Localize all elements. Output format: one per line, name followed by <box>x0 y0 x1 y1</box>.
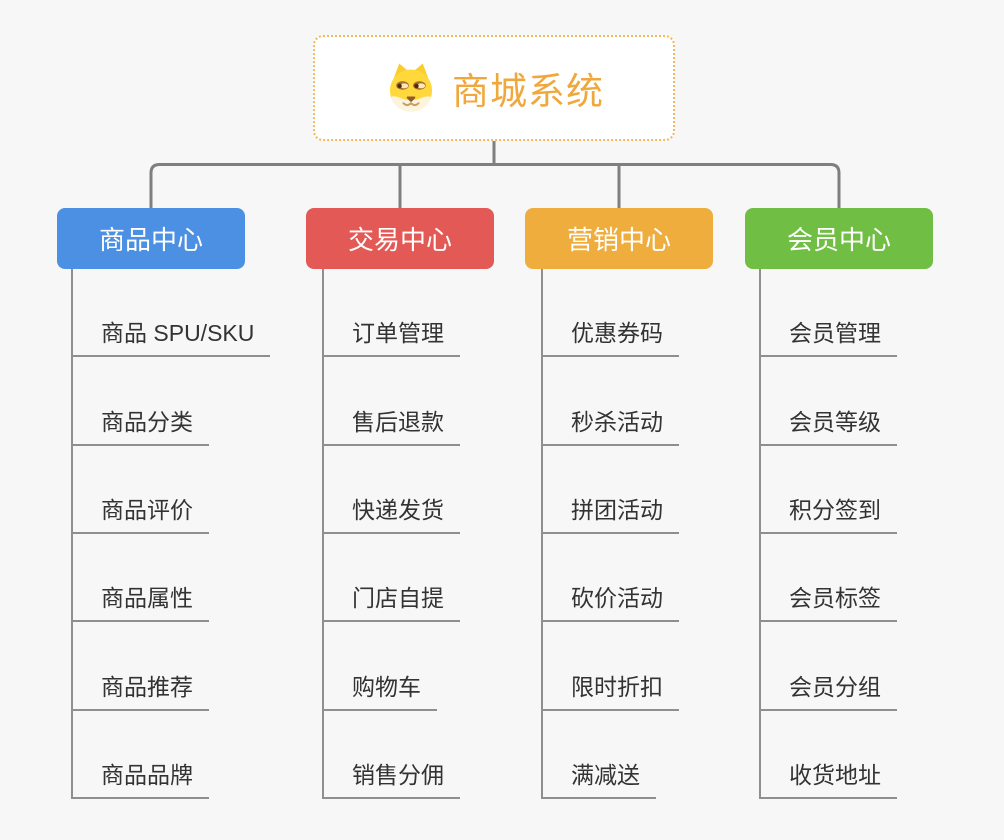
leaf-label: 销售分佣 <box>352 761 444 788</box>
leaf-node[interactable]: 砍价活动 <box>543 534 679 623</box>
leaf-label: 商品分类 <box>101 408 193 435</box>
leaf-node[interactable]: 订单管理 <box>324 269 460 358</box>
leaf-label: 限时折扣 <box>571 673 663 700</box>
leaf-label: 快递发货 <box>352 496 444 523</box>
branch-label: 交易中心 <box>347 225 452 255</box>
leaf-label: 售后退款 <box>352 408 444 435</box>
leaf-label: 订单管理 <box>352 320 444 347</box>
leaf-node[interactable]: 商品 SPU/SKU <box>73 269 271 358</box>
doge-icon <box>389 63 433 112</box>
leaf-label: 商品推荐 <box>101 673 193 700</box>
branch-rail-line <box>149 163 841 208</box>
branch-node-trade-center[interactable]: 交易中心 <box>306 208 494 269</box>
leaf-node[interactable]: 收货地址 <box>761 711 897 799</box>
leaf-node[interactable]: 购物车 <box>324 622 437 711</box>
leaf-node[interactable]: 商品评价 <box>73 446 209 534</box>
leaf-node[interactable]: 商品属性 <box>73 534 209 623</box>
root-node[interactable]: 商城系统 <box>313 35 675 141</box>
leaf-label: 拼团活动 <box>571 496 663 523</box>
leaf-node[interactable]: 会员管理 <box>761 269 897 358</box>
leaf-node[interactable]: 满减送 <box>543 711 656 799</box>
leaf-node[interactable]: 限时折扣 <box>543 622 679 711</box>
leaf-node[interactable]: 会员标签 <box>761 534 897 623</box>
leaf-label: 满减送 <box>571 761 640 788</box>
leaf-label: 秒杀活动 <box>571 408 663 435</box>
leaf-node[interactable]: 商品分类 <box>73 357 209 446</box>
leaf-label: 商品评价 <box>101 496 193 523</box>
leaf-node[interactable]: 会员等级 <box>761 357 897 446</box>
leaf-label: 购物车 <box>352 673 421 700</box>
leaf-label: 收货地址 <box>789 761 881 788</box>
leaf-label: 商品属性 <box>101 585 193 612</box>
leaf-node[interactable]: 秒杀活动 <box>543 357 679 446</box>
branch-label: 营销中心 <box>566 225 671 255</box>
leaf-node[interactable]: 售后退款 <box>324 357 460 446</box>
leaf-node[interactable]: 拼团活动 <box>543 446 679 534</box>
leaf-label: 会员管理 <box>789 320 881 347</box>
leaf-node[interactable]: 快递发货 <box>324 446 460 534</box>
leaf-label: 会员分组 <box>789 673 881 700</box>
leaf-label: 砍价活动 <box>571 585 663 612</box>
leaf-node[interactable]: 会员分组 <box>761 622 897 711</box>
leaf-label: 优惠券码 <box>571 320 663 347</box>
branch-label: 商品中心 <box>98 225 203 255</box>
leaf-node[interactable]: 优惠券码 <box>543 269 679 358</box>
trade-center-children: 订单管理 售后退款 快递发货 门店自提 购物车 销售分佣 <box>322 269 460 799</box>
branch-node-marketing-center[interactable]: 营销中心 <box>525 208 713 269</box>
branch-label: 会员中心 <box>786 225 891 255</box>
leaf-node[interactable]: 门店自提 <box>324 534 460 623</box>
leaf-node[interactable]: 销售分佣 <box>324 711 460 799</box>
leaf-node[interactable]: 商品品牌 <box>73 711 209 799</box>
member-center-children: 会员管理 会员等级 积分签到 会员标签 会员分组 收货地址 <box>759 269 897 799</box>
branch-node-member-center[interactable]: 会员中心 <box>745 208 933 269</box>
leaf-label: 会员等级 <box>789 408 881 435</box>
leaf-label: 门店自提 <box>352 585 444 612</box>
leaf-label: 会员标签 <box>789 585 881 612</box>
root-title: 商城系统 <box>452 71 604 112</box>
product-center-children: 商品 SPU/SKU 商品分类 商品评价 商品属性 商品推荐 商品品牌 <box>71 269 271 799</box>
leaf-node[interactable]: 商品推荐 <box>73 622 209 711</box>
leaf-label: 商品品牌 <box>101 761 193 788</box>
branch-node-product-center[interactable]: 商品中心 <box>57 208 245 269</box>
marketing-center-children: 优惠券码 秒杀活动 拼团活动 砍价活动 限时折扣 满减送 <box>541 269 679 799</box>
leaf-label: 商品 SPU/SKU <box>101 320 255 347</box>
leaf-node[interactable]: 积分签到 <box>761 446 897 534</box>
leaf-label: 积分签到 <box>789 496 881 523</box>
